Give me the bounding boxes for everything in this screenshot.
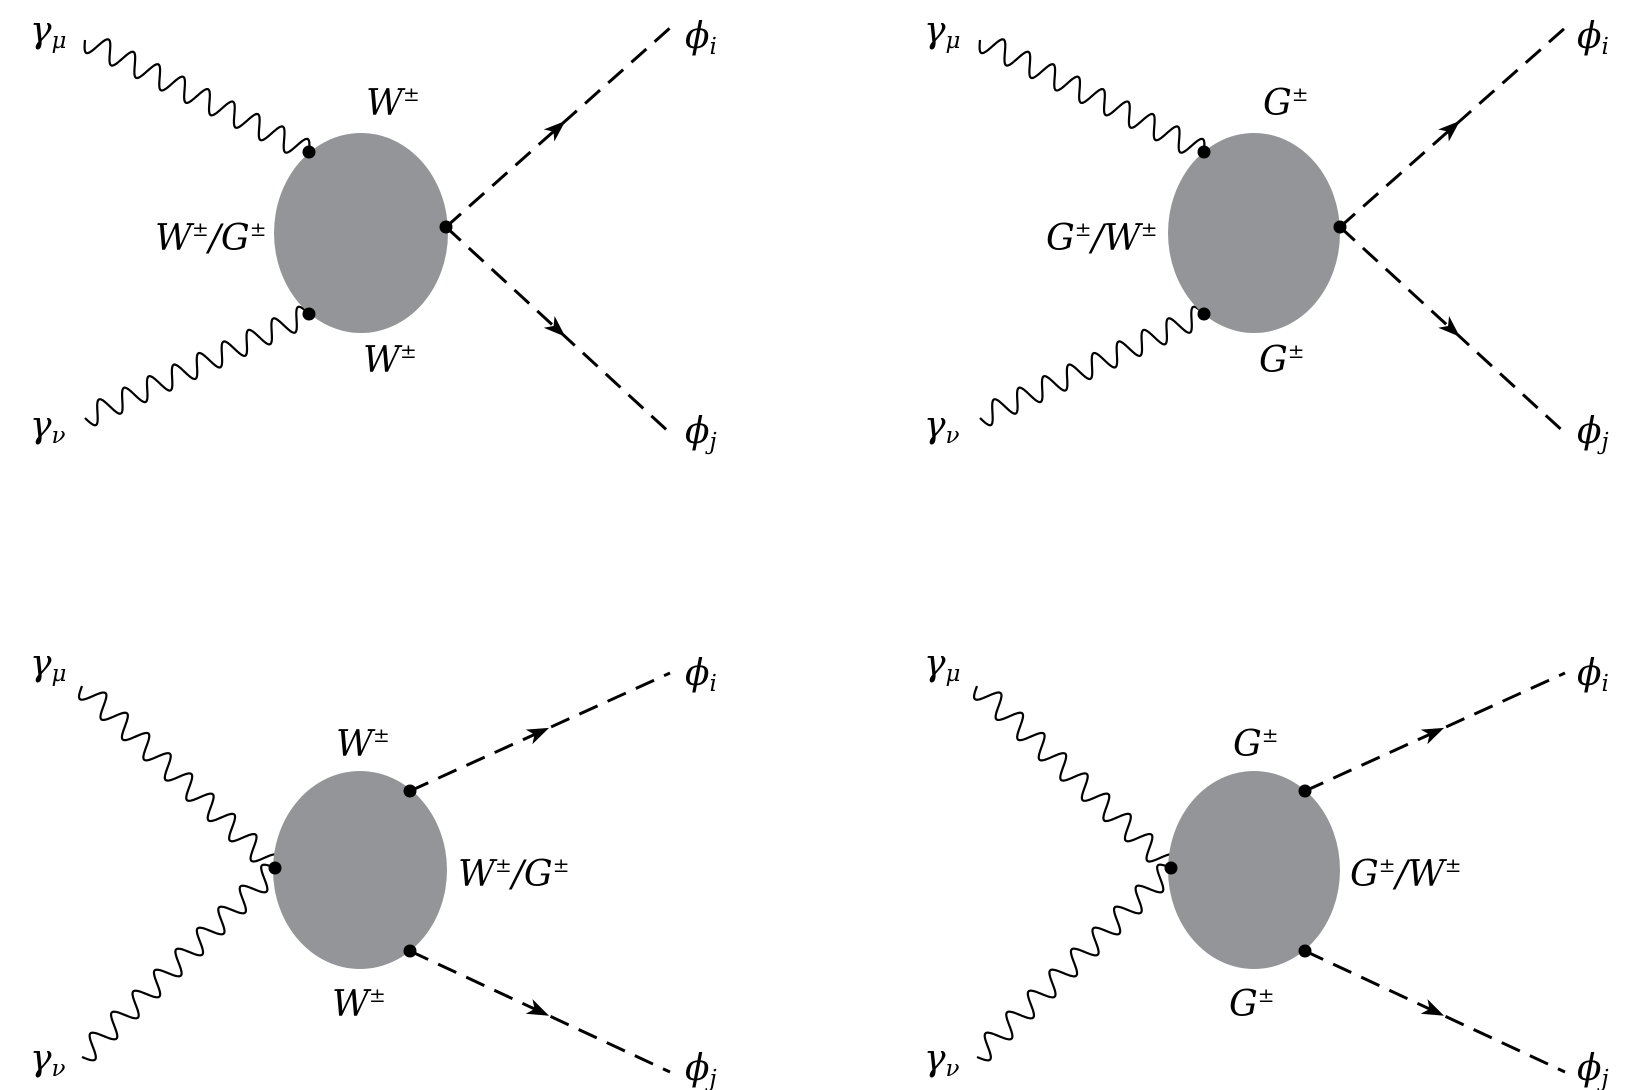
diagram-bottom-right: γμ γν ϕi ϕj G± G± G±/W± <box>924 643 1609 1090</box>
label-loop-upper: W± <box>336 723 390 765</box>
label-loop-lower: G± <box>1259 339 1305 381</box>
vertex-lower <box>1298 944 1312 958</box>
label-phi-i: ϕi <box>685 653 717 697</box>
label-loop-lower: W± <box>363 339 417 381</box>
vertex-upper <box>1197 145 1211 159</box>
label-loop-upper: G± <box>1263 82 1309 124</box>
label-gamma-mu: γμ <box>924 643 960 687</box>
arrow-upper <box>543 120 566 142</box>
label-loop-lower: W± <box>332 983 386 1025</box>
label-phi-j: ϕj <box>685 411 717 455</box>
label-loop-side: G±/W± <box>1350 853 1461 895</box>
vertex-left <box>268 861 282 875</box>
label-loop-side: W±/G± <box>155 217 266 259</box>
label-loop-side: G±/W± <box>1046 217 1157 259</box>
label-phi-i: ϕi <box>685 16 717 60</box>
photon-line-upper <box>972 685 1176 869</box>
vertex-upper <box>1298 784 1312 798</box>
vertex-lower <box>403 944 417 958</box>
label-gamma-mu: γμ <box>924 10 960 54</box>
loop-blob <box>273 771 447 969</box>
vertex-upper <box>403 784 417 798</box>
label-phi-j: ϕj <box>1577 411 1609 455</box>
label-gamma-mu: γμ <box>30 10 66 54</box>
scalar-line-upper <box>445 26 671 229</box>
label-gamma-nu: γν <box>924 405 960 449</box>
vertex-left <box>1164 861 1178 875</box>
photon-line-lower <box>81 863 276 1062</box>
arrow-lower <box>1438 315 1460 337</box>
diagram-top-right: γμ γν ϕi ϕj G± G± G±/W± <box>924 10 1609 455</box>
label-phi-i: ϕi <box>1577 16 1609 60</box>
arrow-upper <box>525 727 550 745</box>
label-loop-upper: G± <box>1233 723 1279 765</box>
photon-line-upper <box>83 38 311 154</box>
photon-line-lower <box>84 305 310 427</box>
label-phi-i: ϕi <box>1577 653 1609 697</box>
photon-line-lower <box>979 305 1205 427</box>
label-phi-j: ϕj <box>1577 1048 1609 1090</box>
vertex-lower <box>302 307 316 321</box>
arrow-lower <box>543 315 566 337</box>
label-loop-side: W±/G± <box>458 853 569 895</box>
photon-line-upper <box>978 38 1206 154</box>
label-gamma-nu: γν <box>30 1038 66 1082</box>
vertex-right <box>439 220 453 234</box>
label-gamma-nu: γν <box>30 405 66 449</box>
arrow-upper <box>1420 727 1445 745</box>
diagram-bottom-left: γμ γν ϕi ϕj W± W± W±/G± <box>30 643 717 1090</box>
arrow-upper <box>1438 120 1460 142</box>
vertex-lower <box>1197 307 1211 321</box>
scalar-line-lower <box>444 225 672 435</box>
scalar-line-upper <box>1339 26 1566 229</box>
loop-blob <box>1168 771 1340 969</box>
vertex-right <box>1333 220 1347 234</box>
photon-line-upper <box>77 685 280 869</box>
label-gamma-mu: γμ <box>30 643 66 687</box>
loop-blob <box>274 133 448 333</box>
loop-blob <box>1168 133 1340 333</box>
label-gamma-nu: γν <box>924 1038 960 1082</box>
diagram-top-left: γμ γν ϕi ϕj W± W± W±/G± <box>30 10 717 455</box>
vertex-upper <box>302 145 316 159</box>
photon-line-lower <box>976 863 1172 1062</box>
label-phi-j: ϕj <box>685 1048 717 1090</box>
arrow-lower <box>1420 999 1445 1016</box>
label-loop-lower: G± <box>1229 983 1275 1025</box>
scalar-line-lower <box>1338 225 1567 435</box>
label-loop-upper: W± <box>366 82 420 124</box>
arrow-lower <box>525 999 550 1016</box>
